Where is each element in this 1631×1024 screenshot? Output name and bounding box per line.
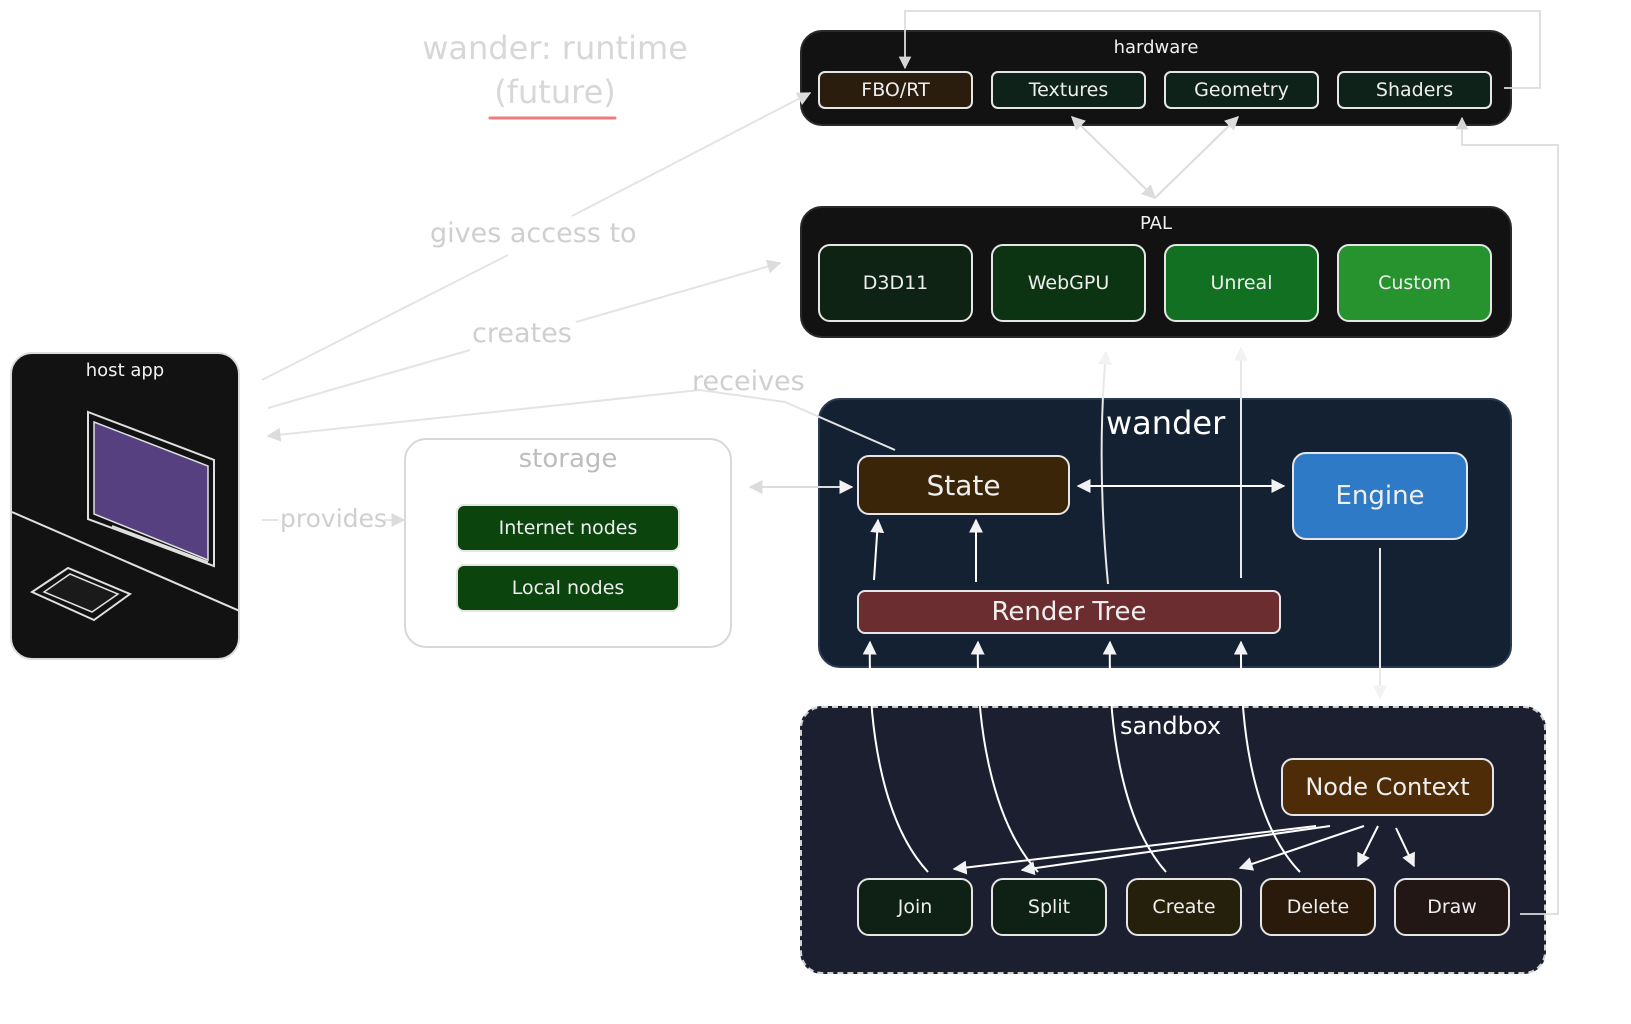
sandbox-op-draw[interactable]: Draw bbox=[1394, 878, 1510, 936]
wander-label: wander bbox=[1106, 404, 1226, 442]
annotation-provides: provides bbox=[280, 504, 387, 533]
host-app-label: host app bbox=[85, 360, 165, 381]
title-line-1: wander: runtime bbox=[422, 29, 688, 67]
sandbox-op-split[interactable]: Split bbox=[991, 878, 1107, 936]
diagram-title: wander: runtime (future) bbox=[395, 26, 715, 114]
pal-custom[interactable]: Custom bbox=[1337, 244, 1492, 322]
edge-pal-geometry bbox=[1154, 116, 1240, 199]
pal-label: PAL bbox=[1139, 213, 1173, 234]
pal-webgpu[interactable]: WebGPU bbox=[991, 244, 1146, 322]
sandbox-node-context[interactable]: Node Context bbox=[1281, 758, 1494, 816]
hardware-fbo-rt[interactable]: FBO/RT bbox=[818, 71, 973, 109]
wander-engine[interactable]: Engine bbox=[1292, 452, 1468, 540]
hardware-shaders[interactable]: Shaders bbox=[1337, 71, 1492, 109]
sandbox-label: sandbox bbox=[1120, 712, 1222, 740]
annotation-gives-access: gives access to bbox=[430, 218, 637, 249]
storage-local-nodes[interactable]: Local nodes bbox=[456, 564, 680, 612]
sandbox-op-delete[interactable]: Delete bbox=[1260, 878, 1376, 936]
storage-internet-nodes[interactable]: Internet nodes bbox=[456, 504, 680, 552]
sandbox-op-create[interactable]: Create bbox=[1126, 878, 1242, 936]
annotation-receives: receives bbox=[692, 366, 805, 397]
title-line-2: (future) bbox=[494, 73, 616, 111]
annotation-creates: creates bbox=[472, 318, 572, 349]
pal-unreal[interactable]: Unreal bbox=[1164, 244, 1319, 322]
hardware-textures[interactable]: Textures bbox=[991, 71, 1146, 109]
wander-state[interactable]: State bbox=[857, 455, 1070, 515]
edge-pal-textures bbox=[1070, 116, 1157, 199]
pal-d3d11[interactable]: D3D11 bbox=[818, 244, 973, 322]
hardware-geometry[interactable]: Geometry bbox=[1164, 71, 1319, 109]
computer-monitor-icon bbox=[12, 410, 238, 622]
wander-render-tree[interactable]: Render Tree bbox=[857, 590, 1281, 634]
storage-label: storage bbox=[518, 444, 618, 474]
sandbox-op-join[interactable]: Join bbox=[857, 878, 973, 936]
hardware-label: hardware bbox=[1113, 37, 1199, 58]
host-app-group: host app bbox=[10, 352, 240, 660]
